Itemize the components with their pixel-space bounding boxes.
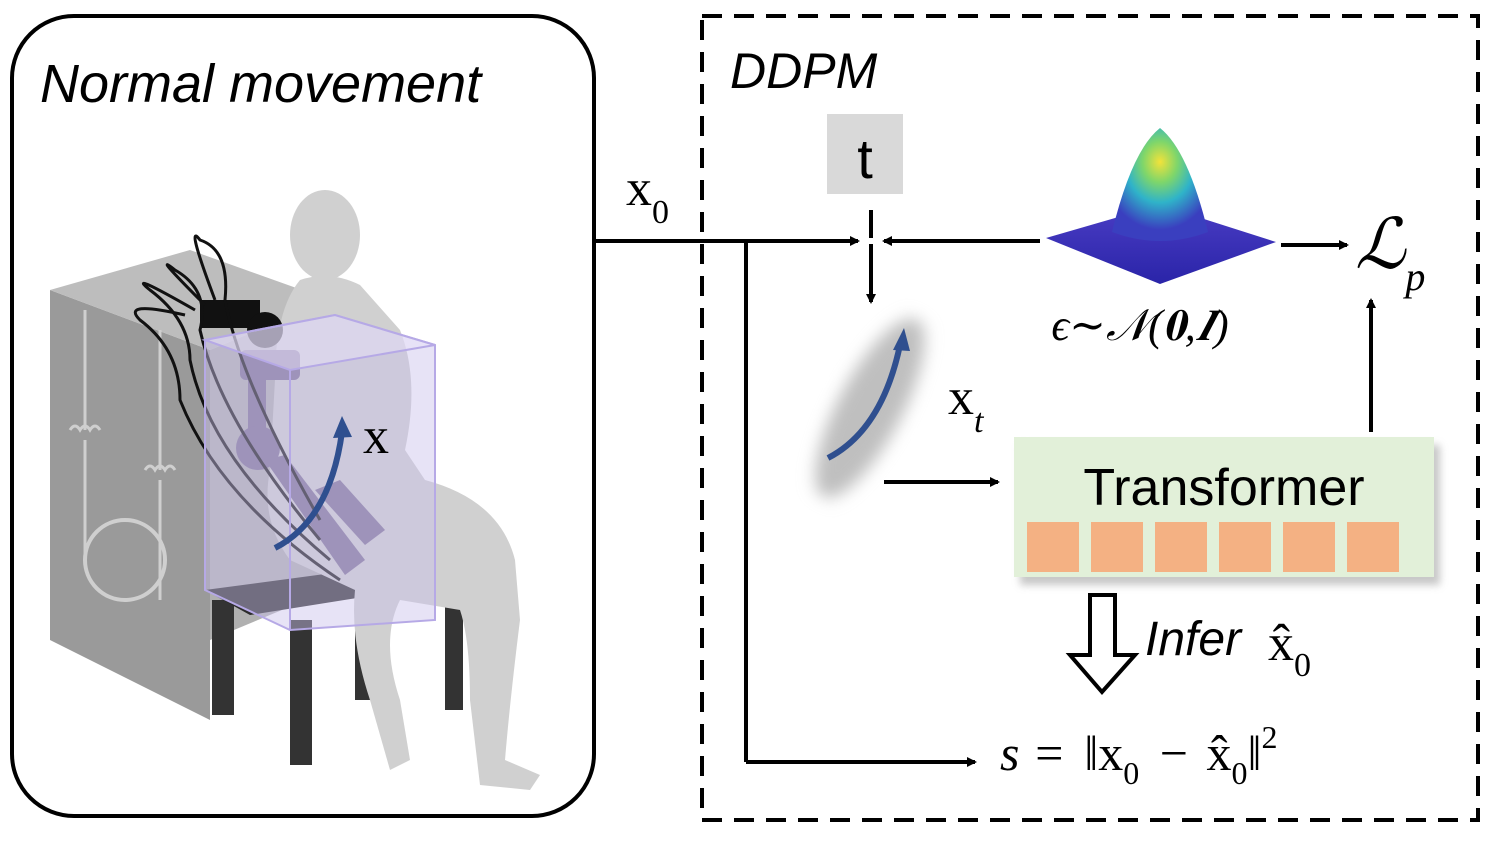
loss-label: ℒp (1355, 207, 1425, 299)
motion-label: x (363, 408, 389, 465)
gaussian-noise-surface (1046, 128, 1276, 284)
cabinet-side (50, 290, 210, 720)
token-1 (1027, 522, 1079, 572)
timestep-box (827, 114, 903, 194)
panel-title: Normal movement (40, 54, 483, 114)
token-6 (1347, 522, 1399, 572)
score-formula: s = ‖x0 − x̂0‖2 (1000, 719, 1278, 795)
infer-label: Infer (1145, 613, 1243, 666)
ddpm-frame (700, 14, 1480, 822)
connection-lines (596, 210, 1376, 767)
chair-leg-2 (290, 620, 312, 765)
infer-symbol: x̂0 (1268, 615, 1311, 684)
person-silhouette (267, 190, 540, 790)
motion-arrowhead (333, 416, 352, 438)
transformer-label: Transformer (1083, 459, 1364, 517)
cabinet-spring-1 (68, 310, 102, 560)
transformer-block: Transformer (1014, 437, 1440, 585)
ddpm-panel: DDPM x0 t ϵ∼𝒩(𝟎,𝑰) ℒp (596, 14, 1480, 822)
token-2 (1091, 522, 1143, 572)
chair-leg-1 (212, 600, 234, 715)
token-row (1027, 522, 1399, 572)
noise-label: ϵ∼𝒩(𝟎,𝑰) (1051, 301, 1228, 350)
motion-arrow (273, 431, 345, 551)
x0-label: x0 (626, 160, 669, 231)
workspace-box (201, 313, 436, 632)
xt-label: xt (948, 369, 985, 440)
cabinet-spring-2 (143, 330, 177, 600)
noisy-sample-xt (815, 318, 925, 498)
timestep-label: t (857, 127, 873, 190)
token-5 (1283, 522, 1335, 572)
normal-movement-panel: Normal movement (10, 14, 596, 818)
infer-hollow-arrow (1065, 593, 1140, 696)
token-3 (1155, 522, 1207, 572)
cables (133, 234, 341, 582)
token-4 (1219, 522, 1271, 572)
exoskeleton-illustration: x (50, 190, 540, 790)
ddpm-title: DDPM (730, 43, 878, 99)
